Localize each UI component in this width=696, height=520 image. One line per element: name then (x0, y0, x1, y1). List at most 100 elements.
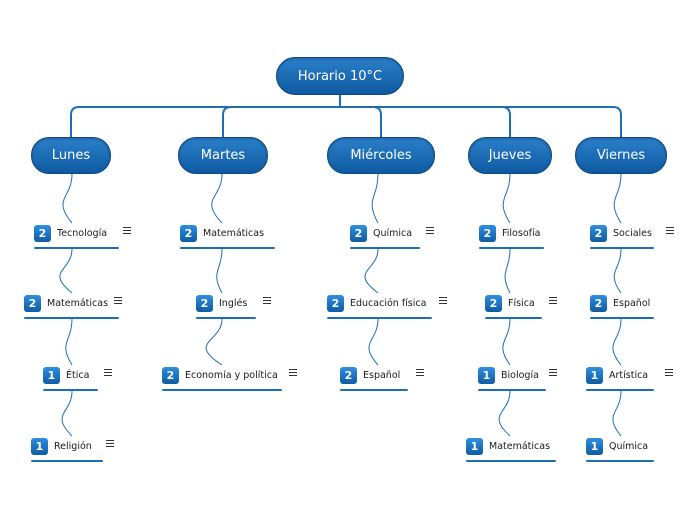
notes-menu-icon[interactable] (114, 297, 122, 304)
connector (340, 106, 511, 137)
priority-badge: 1 (478, 366, 495, 384)
subject-underline (485, 317, 542, 319)
priority-badge: 2 (162, 366, 179, 384)
notes-menu-icon[interactable] (104, 369, 112, 376)
subject-label: Matemáticas (203, 227, 265, 239)
connector (502, 318, 511, 366)
priority-badge: 2 (327, 294, 344, 312)
notes-menu-icon[interactable] (666, 227, 674, 234)
connector (211, 173, 223, 224)
root-topic[interactable]: Horario 10°C (276, 57, 404, 95)
notes-menu-icon[interactable] (549, 297, 557, 304)
priority-badge: 1 (586, 366, 603, 384)
notes-menu-icon[interactable] (289, 369, 297, 376)
subject-item[interactable]: 2 Tecnología (34, 220, 119, 249)
subject-label: Química (373, 227, 413, 239)
day-topic-lunes[interactable]: Lunes (31, 137, 111, 174)
subject-item[interactable]: 2 Filosofía (479, 220, 544, 249)
subject-label: Religión (54, 440, 92, 452)
connector (62, 173, 73, 224)
subject-label: Español (363, 369, 401, 381)
priority-badge: 2 (350, 224, 367, 242)
subject-underline (327, 317, 432, 319)
connector (502, 173, 511, 224)
connector (368, 318, 379, 366)
subject-underline (350, 247, 420, 249)
subject-item[interactable]: 2 Química (350, 220, 420, 249)
subject-underline (162, 389, 282, 391)
subject-label: Matemáticas (47, 297, 109, 309)
subject-label: Inglés (219, 297, 248, 309)
day-topic-martes[interactable]: Martes (178, 137, 268, 174)
connector (59, 248, 73, 294)
subject-item[interactable]: 2 Sociales (590, 220, 654, 249)
priority-badge: 2 (34, 224, 51, 242)
notes-menu-icon[interactable] (439, 297, 447, 304)
subject-underline (31, 460, 103, 462)
subject-item[interactable]: 1 Matemáticas (466, 433, 556, 462)
priority-badge: 1 (43, 366, 60, 384)
connector (613, 173, 622, 224)
notes-menu-icon[interactable] (263, 297, 271, 304)
subject-label: Matemáticas (489, 440, 551, 452)
connector (498, 390, 511, 437)
subject-underline (24, 317, 119, 319)
notes-menu-icon[interactable] (123, 227, 131, 234)
connector (612, 390, 622, 437)
notes-menu-icon[interactable] (549, 369, 557, 376)
subject-item[interactable]: 1 Religión (31, 433, 103, 462)
day-topic-jueves[interactable]: Jueves (468, 137, 552, 174)
subject-underline (586, 389, 654, 391)
day-topic-miércoles[interactable]: Miércoles (327, 137, 435, 174)
subject-label: Biología (501, 369, 539, 381)
priority-badge: 2 (340, 366, 357, 384)
priority-badge: 1 (586, 437, 603, 455)
day-topic-viernes[interactable]: Viernes (575, 137, 667, 174)
priority-badge: 1 (466, 437, 483, 455)
subject-label: Química (609, 440, 649, 452)
subject-label: Filosofía (502, 227, 541, 239)
subject-underline (340, 389, 408, 391)
subject-underline (478, 389, 546, 391)
priority-badge: 1 (31, 437, 48, 455)
priority-badge: 2 (196, 294, 213, 312)
subject-label: Tecnología (57, 227, 108, 239)
notes-menu-icon[interactable] (106, 440, 114, 447)
subject-label: Educación física (350, 297, 427, 309)
subject-underline (196, 317, 256, 319)
subject-underline (466, 460, 556, 462)
subject-label: Artística (609, 369, 649, 381)
notes-menu-icon[interactable] (426, 227, 434, 234)
subject-item[interactable]: 2 Español (340, 362, 408, 391)
subject-underline (590, 317, 654, 319)
connector (65, 318, 73, 366)
connector (340, 106, 622, 137)
subject-underline (43, 389, 98, 391)
subject-item[interactable]: 1 Biología (478, 362, 546, 391)
subject-item[interactable]: 1 Artística (586, 362, 654, 391)
subject-item[interactable]: 2 Inglés (196, 290, 256, 319)
subject-item[interactable]: 2 Educación física (327, 290, 432, 319)
notes-menu-icon[interactable] (665, 369, 673, 376)
subject-item[interactable]: 1 Química (586, 433, 654, 462)
priority-badge: 2 (590, 224, 607, 242)
connector (371, 173, 379, 224)
subject-label: Sociales (613, 227, 652, 239)
subject-underline (34, 247, 119, 249)
connector (205, 318, 223, 366)
subject-underline (180, 247, 275, 249)
connector (216, 248, 223, 294)
connector (222, 106, 340, 137)
priority-badge: 2 (590, 294, 607, 312)
notes-menu-icon[interactable] (416, 369, 424, 376)
connector (504, 248, 511, 294)
subject-underline (590, 247, 654, 249)
priority-badge: 2 (479, 224, 496, 242)
